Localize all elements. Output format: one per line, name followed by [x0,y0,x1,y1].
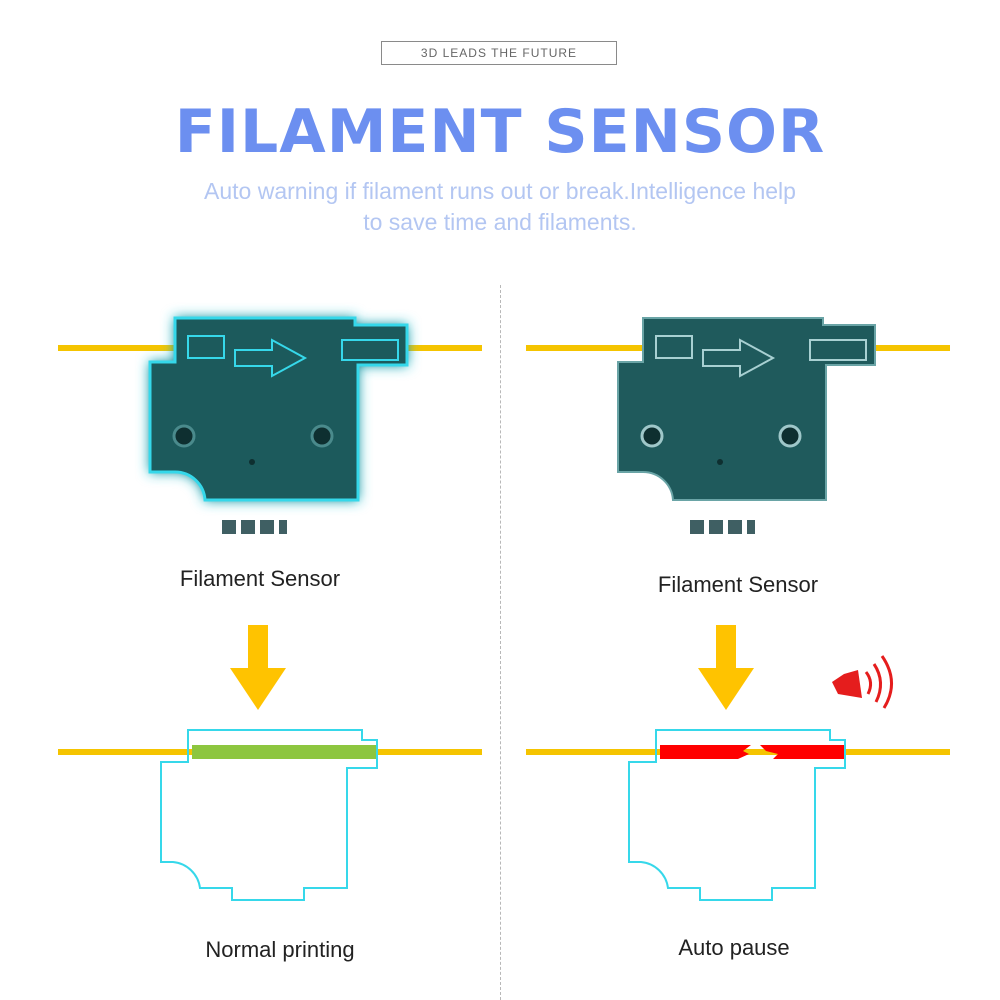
left-sensor-body [148,316,409,502]
left-screw-hole-icon-2 [310,424,334,448]
right-sensor-illustration [526,317,950,534]
right-slot-icon [809,339,867,361]
right-down-arrow-icon [698,625,754,710]
right-pause-diagram [526,729,950,901]
left-pin-hole-icon [249,459,255,465]
subtitle-line-2: to save time and filaments. [363,209,637,235]
right-pin-hole-icon [717,459,723,465]
right-screw-hole-icon-2 [778,424,802,448]
left-window-icon [187,335,225,359]
alarm-speaker-icon [832,655,893,709]
left-sensor-caption: Filament Sensor [179,566,341,591]
subtitle-line-1: Auto warning if filament runs out or bre… [204,178,796,204]
tagline-text: 3D LEADS THE FUTURE [420,46,578,60]
page-subtitle: Auto warning if filament runs out or bre… [170,176,830,238]
right-connector-pins-icon [690,520,755,534]
left-sensor-illustration [58,316,482,534]
broken-filament-left [660,745,751,759]
right-direction-arrow-icon [702,338,776,378]
left-direction-arrow-icon [234,338,308,378]
page-title: FILAMENT SENSOR [174,97,826,167]
left-slot-icon [341,339,399,361]
right-window-icon [655,335,693,359]
left-green-filament [192,745,376,759]
left-screw-hole-icon [172,424,196,448]
right-sensor-outline [628,729,846,901]
left-down-arrow-icon [230,625,286,710]
left-state-caption: Normal printing [205,937,355,962]
right-sensor-caption: Filament Sensor [657,572,819,597]
right-sensor-body [617,317,876,501]
right-state-caption: Auto pause [678,935,790,960]
panel-divider [500,285,501,1000]
tagline-box: 3D LEADS THE FUTURE [381,41,617,65]
left-sensor-outline [160,729,378,901]
broken-filament-right [760,745,844,759]
left-normal-diagram [58,729,482,901]
right-screw-hole-icon [640,424,664,448]
left-connector-pins-icon [222,520,287,534]
